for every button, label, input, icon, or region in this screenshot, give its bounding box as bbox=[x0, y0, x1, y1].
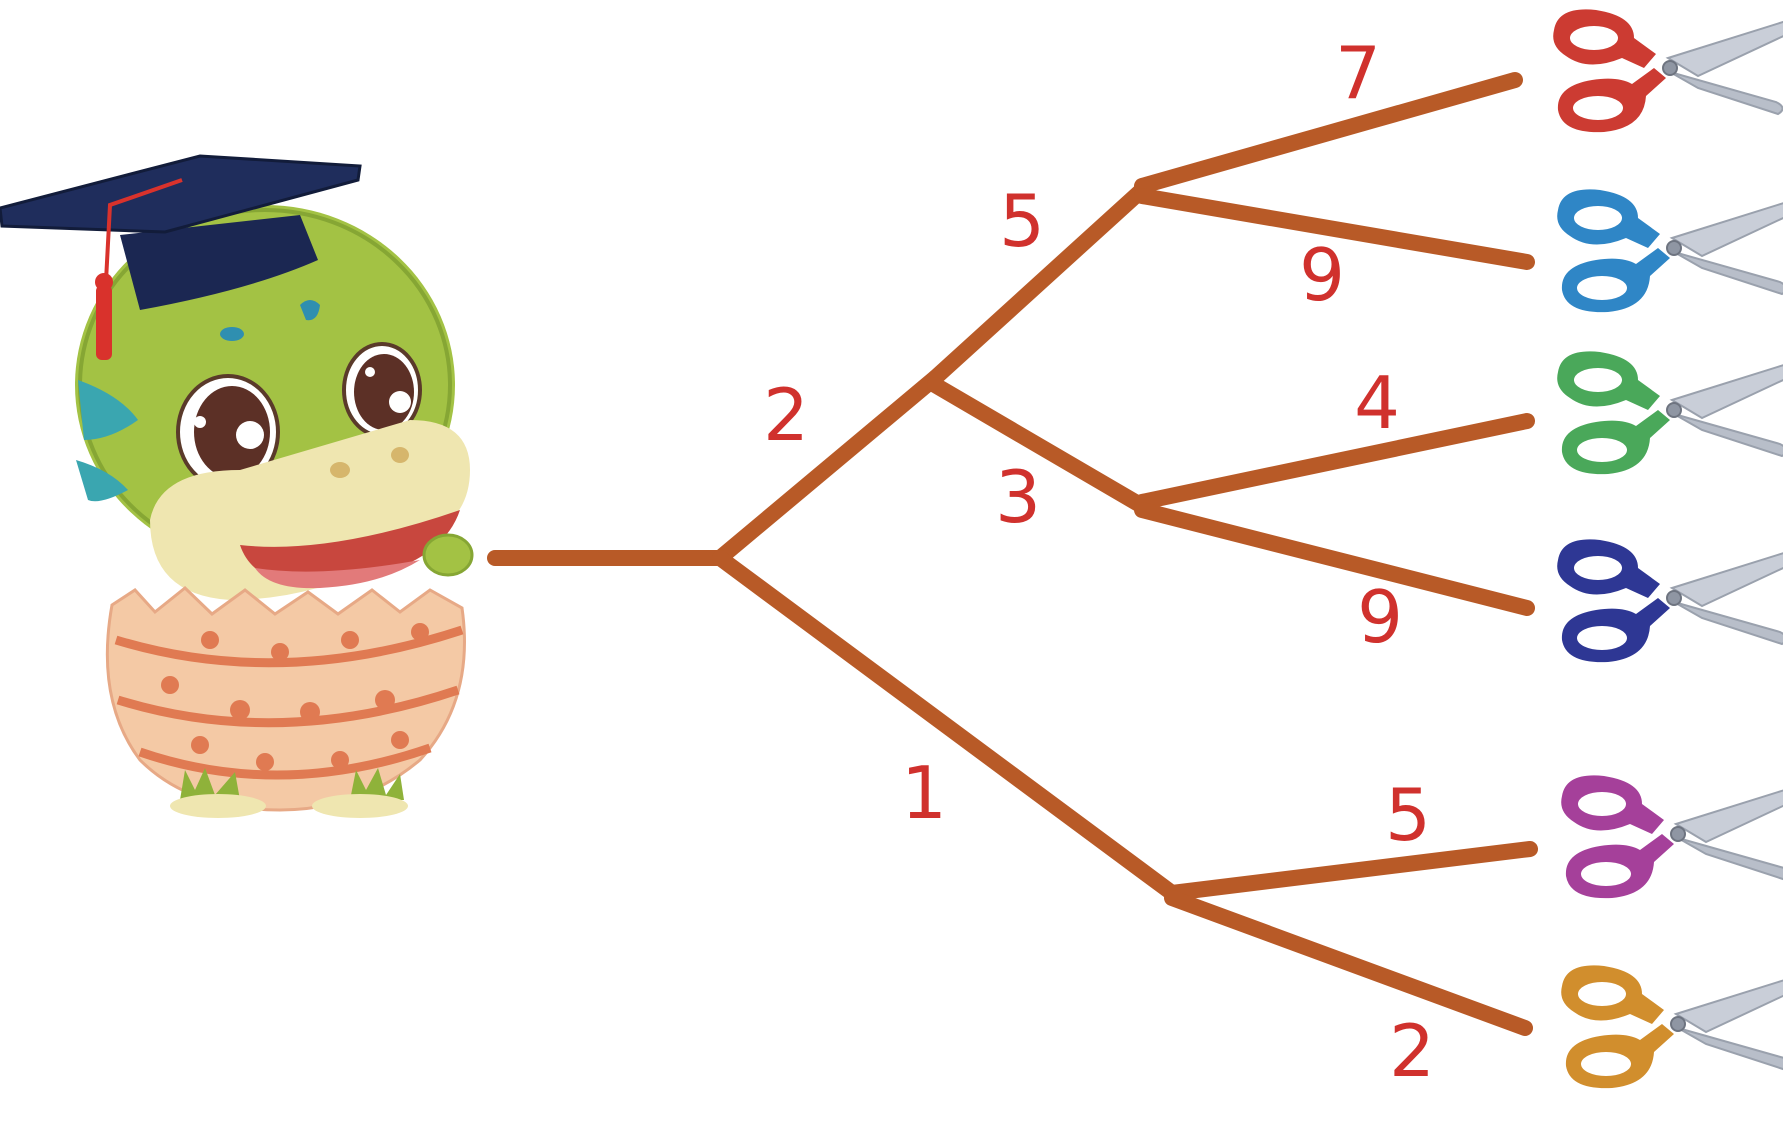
edge-label-root-upper: 2 bbox=[763, 373, 809, 457]
edge-label-c-bottom: 2 bbox=[1389, 1009, 1435, 1093]
scissors-icon bbox=[1560, 774, 1783, 900]
scissors-icon bbox=[1552, 8, 1783, 134]
scissors-icon bbox=[1556, 538, 1783, 664]
branch-c-bottom bbox=[1164, 890, 1533, 1036]
branch-b-top bbox=[1134, 413, 1535, 510]
scissors-icon bbox=[1560, 964, 1783, 1090]
branch-lines bbox=[487, 72, 1538, 1036]
branch-a-bottom bbox=[1134, 188, 1535, 270]
edge-label-upper-a: 5 bbox=[999, 179, 1045, 263]
branch-root-upper bbox=[712, 370, 943, 566]
branch-root-lower bbox=[712, 550, 1180, 901]
edge-label-root-lower: 1 bbox=[901, 751, 947, 835]
edge-label-c-top: 5 bbox=[1385, 773, 1431, 857]
scissors-icon bbox=[1556, 188, 1783, 314]
scissors-leaves bbox=[1552, 8, 1783, 1090]
branch-b-bottom bbox=[1134, 502, 1535, 616]
dinosaur-graduate-icon bbox=[0, 154, 474, 818]
edge-label-upper-b: 3 bbox=[995, 455, 1041, 539]
edge-labels: 2 1 5 3 7 9 4 9 5 2 bbox=[763, 31, 1435, 1093]
edge-label-b-top: 4 bbox=[1354, 361, 1400, 445]
branch-upper-b bbox=[927, 377, 1150, 514]
scissors-icon bbox=[1556, 350, 1783, 476]
branch-a-top bbox=[1134, 72, 1523, 194]
edge-label-a-top: 7 bbox=[1335, 31, 1381, 115]
branch-upper-a bbox=[927, 182, 1150, 386]
edge-label-b-bottom: 9 bbox=[1357, 575, 1403, 659]
edge-label-a-bottom: 9 bbox=[1299, 233, 1345, 317]
branch-c-top bbox=[1164, 841, 1538, 901]
